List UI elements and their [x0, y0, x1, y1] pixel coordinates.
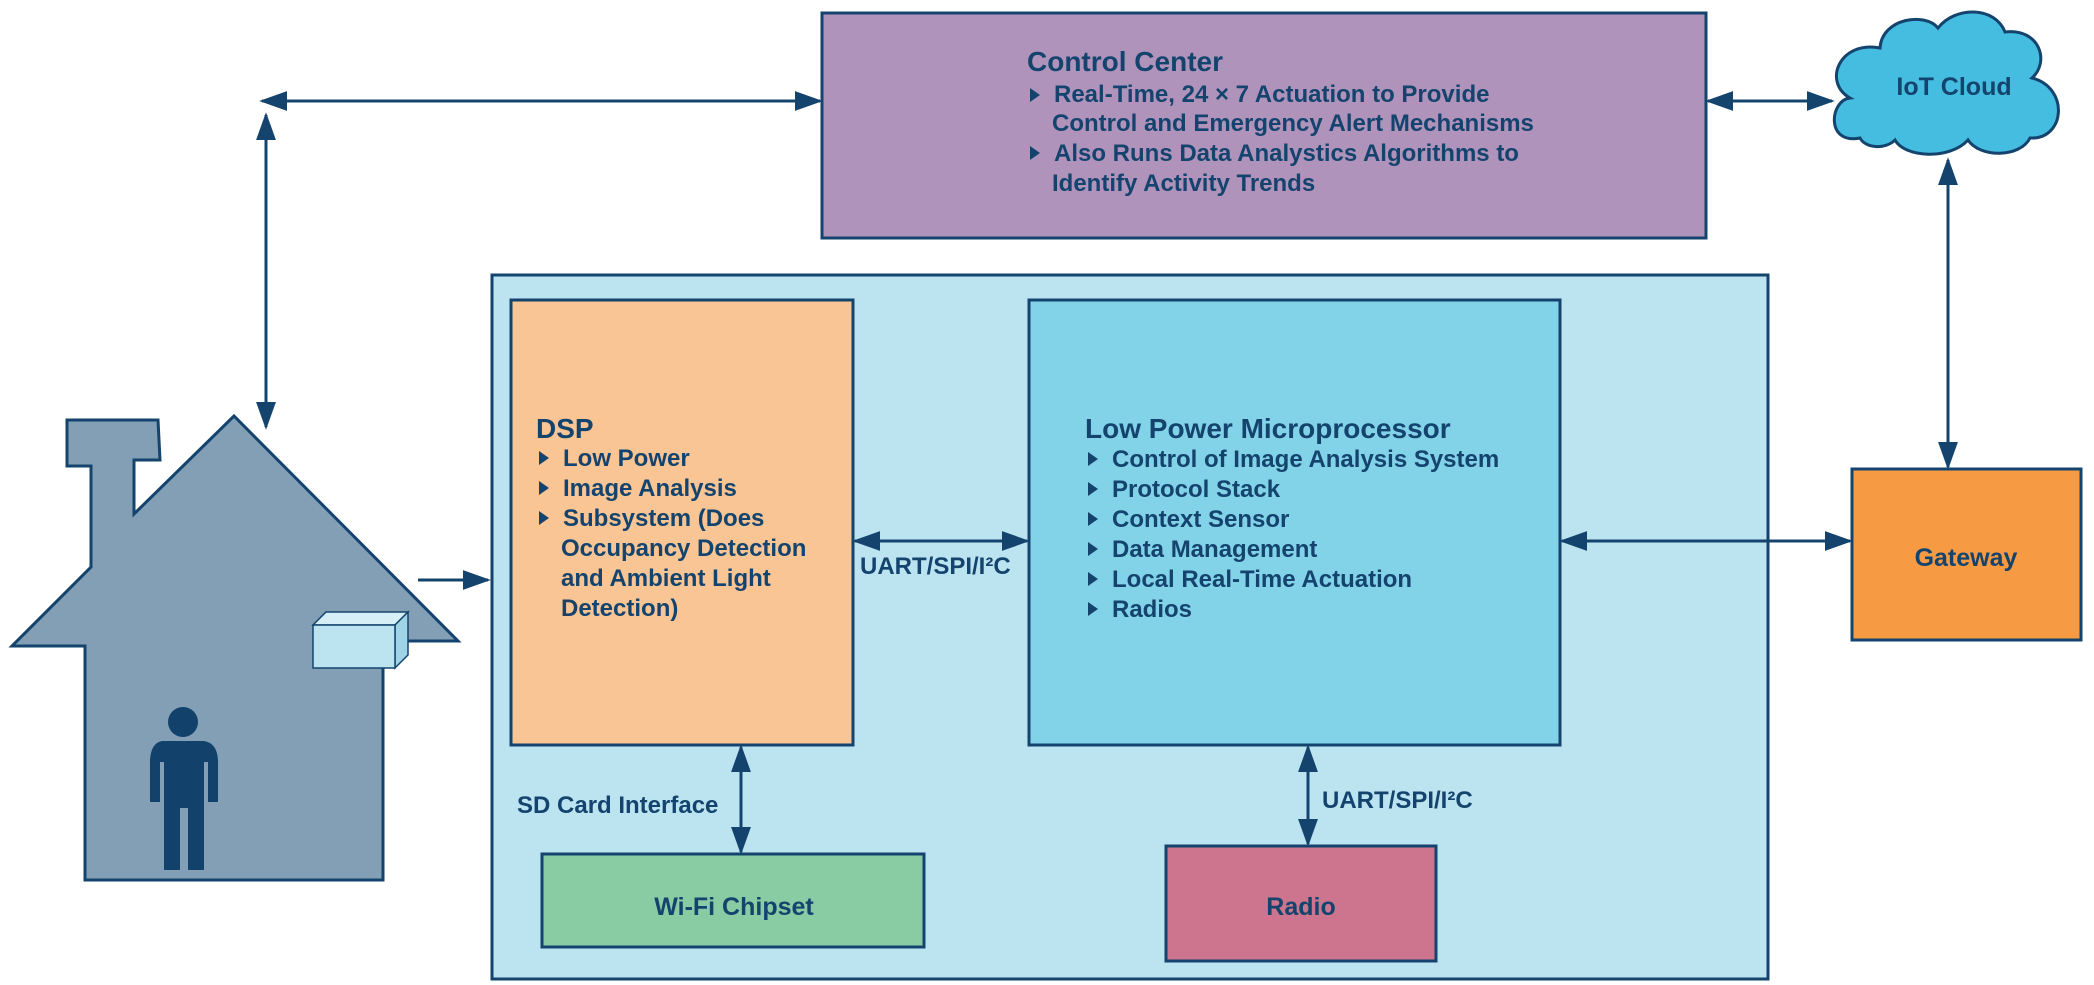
- dsp-bullet-3b: Occupancy Detection: [561, 535, 806, 562]
- mcu-bullet-4: Data Management: [1112, 536, 1317, 563]
- bullet-icon: [1088, 482, 1098, 496]
- microprocessor-title: Low Power Microprocessor: [1085, 413, 1451, 444]
- control-center-bullet-2a: Also Runs Data Analystics Algorithms to: [1054, 140, 1519, 167]
- bullet-icon: [1030, 146, 1040, 160]
- wifi-chipset-box: Wi-Fi Chipset: [540, 852, 926, 949]
- bullet-icon: [1088, 542, 1098, 556]
- bullet-icon: [1088, 602, 1098, 616]
- bullet-icon: [539, 481, 549, 495]
- house-illustration: [8, 413, 462, 882]
- bullet-icon: [539, 451, 549, 465]
- control-center-title: Control Center: [1027, 46, 1223, 77]
- radio-label: Radio: [1266, 893, 1335, 921]
- dsp-bullet-3d: Detection): [561, 595, 678, 622]
- microprocessor-box: Low Power Microprocessor Control of Imag…: [1027, 298, 1562, 747]
- mcu-bullet-2: Protocol Stack: [1112, 476, 1281, 503]
- radio-box: Radio: [1164, 844, 1438, 963]
- control-center-box: Control Center Real-Time, 24 × 7 Actuati…: [820, 11, 1708, 240]
- wifi-chipset-label: Wi-Fi Chipset: [654, 893, 814, 921]
- bullet-icon: [1088, 452, 1098, 466]
- dsp-title: DSP: [536, 413, 594, 444]
- control-center-bullet-1a: Real-Time, 24 × 7 Actuation to Provide: [1054, 81, 1489, 108]
- dsp-bullet-3c: and Ambient Light: [561, 565, 771, 592]
- bullet-icon: [539, 511, 549, 525]
- sd-card-interface-label: SD Card Interface: [517, 792, 718, 819]
- bullet-icon: [1030, 88, 1040, 102]
- bullet-icon: [1088, 572, 1098, 586]
- control-center-bullet-2b: Identify Activity Trends: [1052, 170, 1315, 197]
- bullet-icon: [1088, 512, 1098, 526]
- sensor-device-icon: [311, 610, 410, 670]
- dsp-bullet-1: Low Power: [563, 445, 690, 472]
- dsp-bullet-2: Image Analysis: [563, 475, 737, 502]
- gateway-box: Gateway: [1850, 467, 2083, 642]
- mcu-bullet-5: Local Real-Time Actuation: [1112, 566, 1412, 593]
- dsp-box: DSP Low Power Image Analysis Subsystem (…: [509, 298, 855, 747]
- person-icon: [150, 707, 218, 870]
- control-center-bullet-1b: Control and Emergency Alert Mechanisms: [1052, 110, 1534, 137]
- iot-cloud: IoT Cloud: [1832, 10, 2060, 156]
- mcu-radio-link-label: UART/SPI/I²C: [1322, 787, 1473, 814]
- mcu-bullet-1: Control of Image Analysis System: [1112, 446, 1499, 473]
- iot-cloud-label: IoT Cloud: [1896, 73, 2011, 101]
- mcu-bullet-6: Radios: [1112, 596, 1192, 623]
- mcu-bullet-3: Context Sensor: [1112, 506, 1289, 533]
- dsp-bullet-3a: Subsystem (Does: [563, 505, 764, 532]
- gateway-label: Gateway: [1915, 544, 2018, 572]
- dsp-mcu-link-label: UART/SPI/I²C: [860, 553, 1011, 580]
